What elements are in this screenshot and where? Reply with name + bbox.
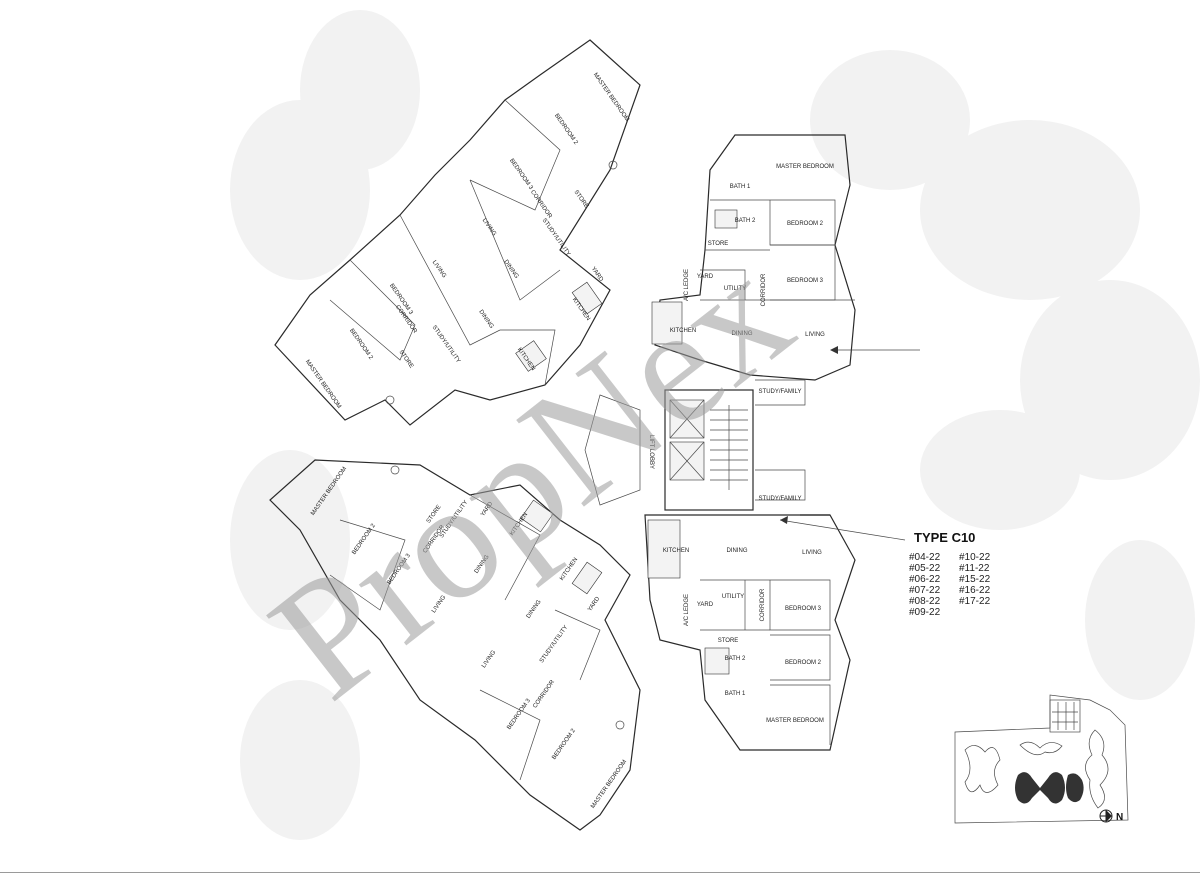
bottom-divider	[0, 872, 1200, 873]
unit-upper-right: MASTER BEDROOM BATH 1 BATH 2 BEDROOM 2 B…	[651, 134, 856, 406]
room-yard-lr: YARD	[697, 602, 714, 608]
room-store-ur: STORE	[708, 241, 729, 247]
room-living-ul1: LIVING	[481, 218, 497, 238]
room-dining-lr: DINING	[727, 548, 748, 554]
stair	[710, 405, 748, 490]
room-bedroom-2-ll2: BEDROOM 2	[551, 727, 577, 760]
room-dining-ll2: DINING	[526, 599, 543, 620]
room-bath-2-lr: BATH 2	[725, 656, 746, 662]
unit-number: #06-22	[909, 574, 941, 585]
room-bedroom-3-ur: BEDROOM 3	[787, 278, 824, 284]
unit-number: #17-22	[959, 596, 991, 607]
room-bedroom-2-ul2: BEDROOM 2	[348, 328, 374, 361]
room-living-lr: LIVING	[802, 550, 822, 556]
pointer-arrows	[779, 346, 920, 541]
type-title: TYPE C10	[914, 530, 976, 545]
room-study-utility-ul2: STUDY/UTILITY	[431, 325, 461, 365]
room-corridor-lr: CORRIDOR	[760, 588, 766, 621]
room-corridor-ur: CORRIDOR	[761, 273, 767, 306]
room-kitchen-ur: KITCHEN	[670, 328, 696, 334]
room-study-utility-ul: STUDY/UTILITY	[541, 218, 571, 258]
unit-number: #09-22	[909, 607, 941, 618]
room-bedroom-2-ur: BEDROOM 2	[787, 221, 824, 227]
room-utility-ur: UTILITY	[724, 286, 746, 292]
room-master-bedroom-ul1: MASTER BEDROOM	[592, 72, 630, 123]
room-study-utility-ll2: STUDY/UTILITY	[539, 625, 569, 665]
room-study-family-ur: STUDY/FAMILY	[759, 389, 802, 395]
room-yard-ur: YARD	[697, 274, 714, 280]
room-kitchen-lr: KITCHEN	[663, 548, 689, 554]
lift-lobby-label: LIFT LOBBY	[648, 435, 654, 469]
room-bedroom-3-ul: BEDROOM 3	[508, 158, 534, 191]
highlighted-block-icon	[1015, 772, 1084, 804]
room-yard-ul: YARD	[590, 266, 605, 283]
lift-core: LIFT LOBBY	[584, 389, 754, 511]
room-study-family-lr: STUDY/FAMILY	[759, 496, 802, 502]
room-master-bedroom-ul2: MASTER BEDROOM	[304, 359, 342, 410]
room-dining-ur: DINING	[732, 331, 753, 337]
room-master-bedroom-lr: MASTER BEDROOM	[766, 718, 824, 724]
room-bath-1-lr: BATH 1	[725, 691, 746, 697]
room-ac-ledge-lr: A/C LEDGE	[684, 594, 690, 626]
unit-number: #07-22	[909, 585, 941, 596]
unit-number: #08-22	[909, 596, 941, 607]
background-blobs	[230, 10, 1200, 840]
room-utility-lr: UTILITY	[722, 594, 744, 600]
room-bath-2-ur: BATH 2	[735, 218, 756, 224]
unit-number: #15-22	[959, 574, 991, 585]
room-corridor-ll2: CORRIDOR	[532, 679, 556, 710]
compass-icon	[1099, 809, 1113, 823]
room-store-ul: STORE	[572, 189, 589, 209]
type-info: TYPE C10 #04-22 #10-22 #05-22 #11-22 #06…	[909, 530, 1029, 618]
room-dining-ul2: DINING	[477, 309, 494, 330]
room-bedroom-3-lr: BEDROOM 3	[785, 606, 822, 612]
room-living-ll2: LIVING	[481, 649, 497, 669]
room-master-bedroom-ur: MASTER BEDROOM	[776, 164, 834, 170]
unit-number: #11-22	[959, 563, 990, 574]
unit-list: #04-22 #10-22 #05-22 #11-22 #06-22 #15-2…	[909, 552, 1029, 618]
room-store-lr: STORE	[718, 638, 739, 644]
unit-number: #10-22	[959, 552, 991, 563]
room-bedroom-2-ul: BEDROOM 2	[553, 113, 579, 146]
room-corridor-ul: CORRIDOR	[529, 189, 553, 220]
unit-number: #16-22	[959, 585, 991, 596]
room-bath-1-ur: BATH 1	[730, 184, 751, 190]
room-yard-ll2: YARD	[587, 596, 602, 613]
room-dining-ul: DINING	[502, 259, 519, 280]
room-bedroom-2-lr: BEDROOM 2	[785, 660, 822, 666]
unit-number: #05-22	[909, 563, 941, 574]
room-ac-ledge-ur: A/C LEDGE	[684, 269, 690, 301]
unit-number: #04-22	[909, 552, 941, 563]
compass-label: N	[1116, 812, 1123, 823]
site-key-plan: N	[954, 694, 1129, 824]
room-living-ur: LIVING	[805, 332, 825, 338]
unit-lower-right-type-c10: STUDY/FAMILY KITCHEN DINING LIVING YARD …	[644, 469, 856, 751]
